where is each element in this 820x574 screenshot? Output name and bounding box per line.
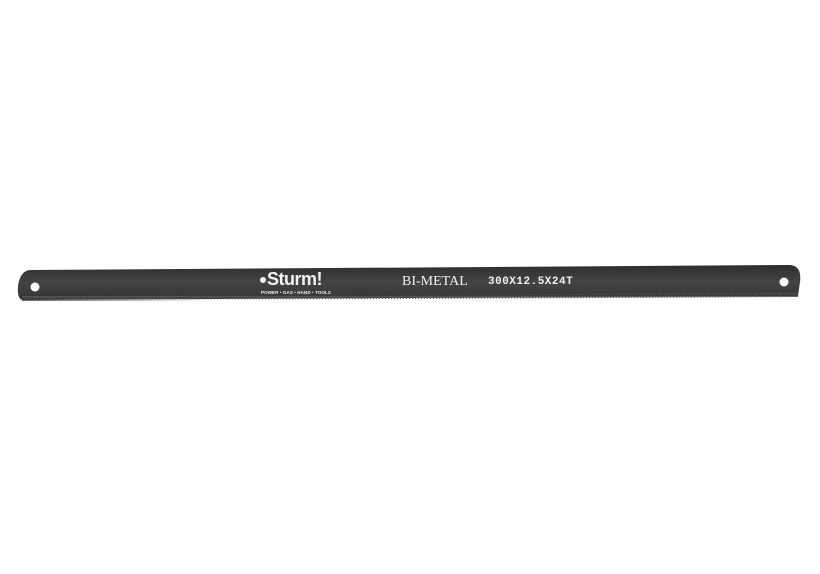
brand-logo: Sturm! (267, 269, 323, 289)
mounting-hole-right (779, 277, 789, 287)
brand-tagline: POWER • GAS • HAND • TOOLS (261, 290, 331, 295)
material-label: BI-METAL (402, 274, 468, 289)
spec-label: 300X12.5X24T (488, 276, 574, 288)
mounting-hole-left (30, 282, 40, 292)
brand-logo-dot (260, 277, 266, 283)
blade-body (17, 265, 801, 300)
blade-teeth (22, 293, 798, 301)
